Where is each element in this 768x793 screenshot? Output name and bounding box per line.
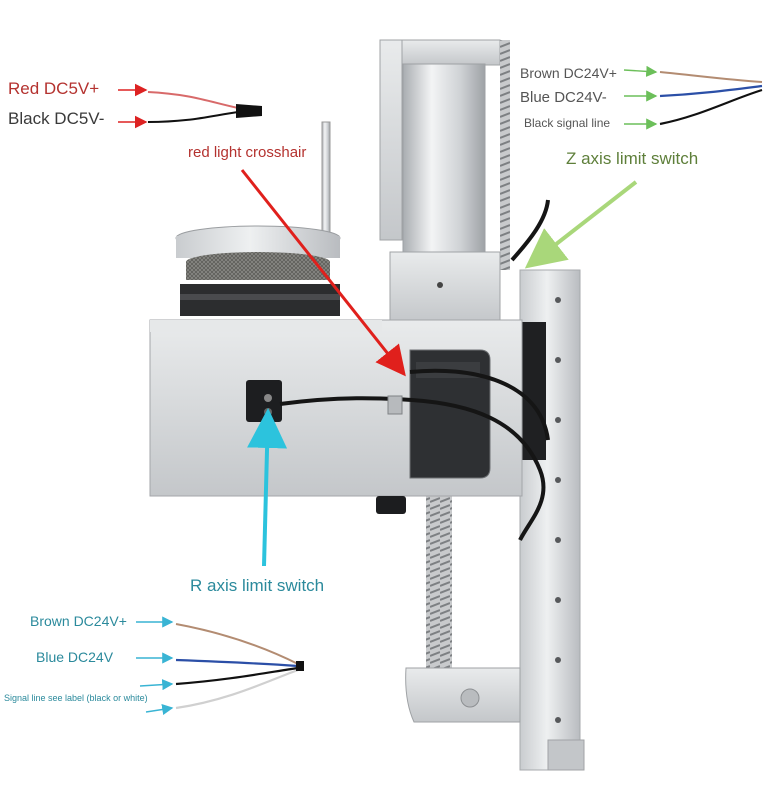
label-black-dc5v-minus: Black DC5V- bbox=[8, 109, 105, 128]
lead-screw bbox=[426, 490, 452, 690]
label-blue-dc24v-minus: Blue DC24V- bbox=[520, 89, 607, 106]
label-r-axis-limit-switch: R axis limit switch bbox=[190, 576, 325, 595]
dc5v-wires bbox=[118, 83, 262, 129]
label-red-light-crosshair: red light crosshair bbox=[188, 144, 307, 161]
label-blue-dc24v: Blue DC24V bbox=[36, 649, 114, 665]
r-switch-arrow bbox=[247, 408, 288, 567]
label-signal-line-note: Signal line see label (black or white) bbox=[4, 693, 148, 703]
z-switch-arrow bbox=[524, 180, 638, 269]
r-switch-housing bbox=[246, 380, 282, 422]
label-z-axis-limit-switch: Z axis limit switch bbox=[566, 149, 699, 168]
dc24v-wires-bottom bbox=[136, 616, 304, 716]
label-brown-dc24v-plus-top: Brown DC24V+ bbox=[520, 65, 617, 81]
label-red-dc5v-plus: Red DC5V+ bbox=[8, 79, 100, 98]
r-switch-cable bbox=[279, 396, 546, 541]
laser-window bbox=[409, 349, 491, 479]
label-brown-dc24v-plus-bottom: Brown DC24V+ bbox=[30, 613, 127, 629]
rail-holes bbox=[555, 297, 561, 723]
spindle-column bbox=[402, 63, 486, 255]
crosshair-arrow bbox=[240, 169, 406, 377]
z-thread-rod bbox=[500, 40, 510, 270]
label-black-signal-line: Black signal line bbox=[524, 116, 611, 130]
dc24v-wires-top bbox=[623, 65, 763, 130]
